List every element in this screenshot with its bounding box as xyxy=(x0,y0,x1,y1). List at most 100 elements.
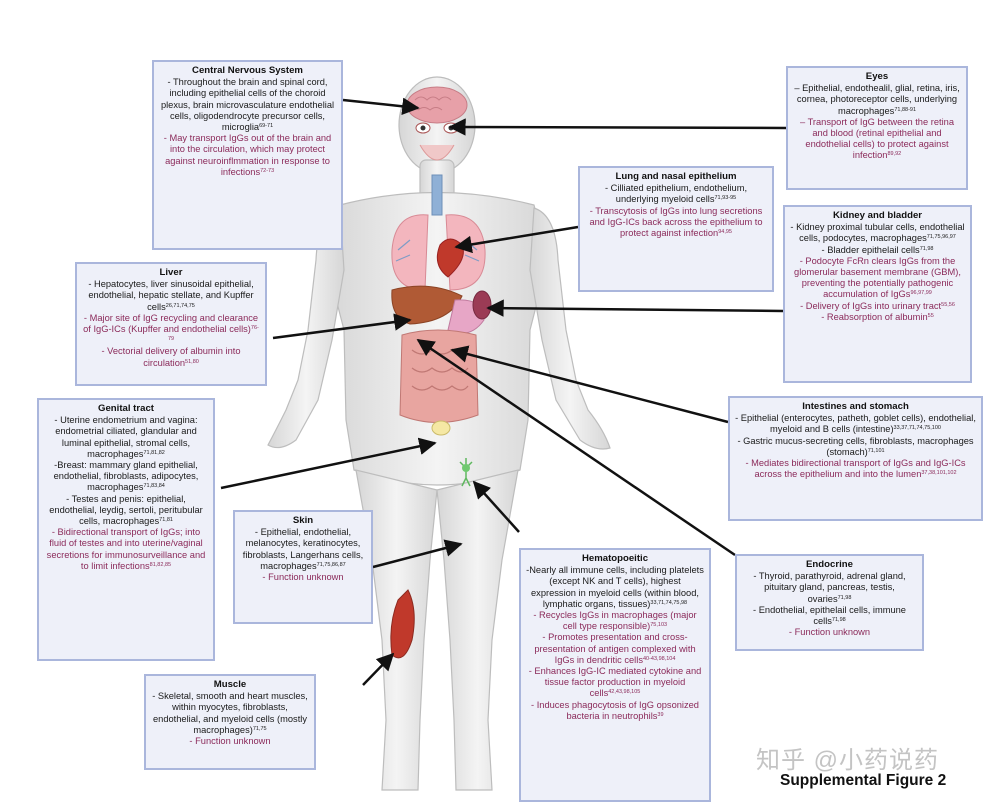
cns-line: - May transport IgGs out of the brain an… xyxy=(159,133,336,178)
kidney-line-text: - Podocyte FcRn clears IgGs from the glo… xyxy=(794,255,961,300)
trachea-illustration xyxy=(431,174,443,216)
arrow-kidney xyxy=(486,299,784,317)
kidney-line: - Podocyte FcRn clears IgGs from the glo… xyxy=(790,256,965,301)
arrow-muscle xyxy=(362,652,395,686)
eyes-line-text: – Epithelial, endothealil, glial, retina… xyxy=(794,83,960,116)
skin-cell-illustration xyxy=(459,458,473,487)
kidney-line-text: - Kidney proximal tubular cells, endothe… xyxy=(790,222,965,244)
watermark: 知乎 @小药说药 xyxy=(756,747,940,774)
hemato-line-text: - Enhances IgG-IC mediated cytokine and … xyxy=(528,666,702,699)
kidney-box: Kidney and bladder- Kidney proximal tubu… xyxy=(783,205,972,383)
cns-title: Central Nervous System xyxy=(192,65,303,76)
kidney-line: - Delivery of IgGs into urinary tract55,… xyxy=(790,301,965,312)
intestines-title: Intestines and stomach xyxy=(802,401,909,412)
liver-line-ref: 76-79 xyxy=(167,325,259,343)
hemato-line-ref: 42,43,98,105 xyxy=(608,689,641,696)
hemato-line: - Promotes presentation and cross-presen… xyxy=(526,632,704,666)
lung-line: - Transcytosis of IgGs into lung secreti… xyxy=(585,206,767,240)
eyes-line: – Epithelial, endothealil, glial, retina… xyxy=(793,83,961,117)
intestines-line-text: - Epithelial (enterocytes, patheth, gobl… xyxy=(735,413,976,435)
lung-line-ref: 71,93-95 xyxy=(714,195,737,202)
skin-line: - Epithelial, endothelial, melanocytes, … xyxy=(240,527,366,572)
kidney-line-ref: 55 xyxy=(927,312,934,319)
hemato-line-ref: 33,71,74,75,98 xyxy=(650,599,688,606)
skin-title: Skin xyxy=(292,515,314,526)
hemato-line: - Recycles IgGs in macrophages (major ce… xyxy=(526,610,704,632)
intestines-line: - Epithelial (enterocytes, patheth, gobl… xyxy=(735,413,976,435)
eyes-box: Eyes– Epithelial, endothealil, glial, re… xyxy=(786,66,968,190)
liver-box: Liver- Hepatocytes, liver sinusoidal epi… xyxy=(75,262,267,386)
cns-line-ref: 72-73 xyxy=(260,167,275,174)
genital-box: Genital tract- Uterine endometrium and v… xyxy=(37,398,215,661)
muscle-line-ref: 71,75 xyxy=(252,725,267,732)
lung-line-ref: 94,95 xyxy=(718,229,732,236)
liver-line: - Vectorial delivery of albumin into cir… xyxy=(82,346,260,368)
genital-line: - Testes and penis: epithelial, endothel… xyxy=(44,494,208,528)
cns-line-text: - May transport IgGs out of the brain an… xyxy=(163,133,332,177)
intestines-line-ref: 33,37,71,74,75,100 xyxy=(893,425,941,432)
kidney-line-text: - Delivery of IgGs into urinary tract xyxy=(800,300,942,311)
intestines-line: - Mediates bidirectional transport of Ig… xyxy=(735,458,976,480)
intestines-line-ref: 37,38,101,102 xyxy=(921,470,957,477)
kidney-line-text: - Reabsorption of albumin xyxy=(821,311,928,322)
endocrine-line-ref: 71,98 xyxy=(831,617,846,624)
liver-line-text: - Vectorial delivery of albumin into cir… xyxy=(101,346,241,368)
muscle-line-text: - Function unknown xyxy=(189,736,271,747)
hemato-line-text: - Promotes presentation and cross-presen… xyxy=(534,632,696,665)
arrow-skin xyxy=(372,539,463,569)
intestines-line-text: - Mediates bidirectional transport of Ig… xyxy=(745,458,966,480)
endocrine-line-ref: 71,98 xyxy=(837,594,852,601)
genital-line-ref: 71,81 xyxy=(159,517,173,524)
genital-line-text: - Uterine endometrium and vagina: endome… xyxy=(54,415,198,459)
skin-line-text: - Epithelial, endothelial, melanocytes, … xyxy=(242,527,364,571)
skin-line-ref: 71,75,86,87 xyxy=(316,561,346,568)
cns-line-text: - Throughout the brain and spinal cord, … xyxy=(160,77,335,133)
endocrine-line: - Thyroid, parathyroid, adrenal gland, p… xyxy=(742,571,917,605)
eyes-line-ref: 89,92 xyxy=(887,151,902,158)
genital-title: Genital tract xyxy=(98,403,154,414)
lung-title: Lung and nasal epithelium xyxy=(615,171,737,182)
arrow-hemato xyxy=(472,480,520,533)
skin-line: - Function unknown xyxy=(240,572,366,583)
genital-line-text: -Breast: mammary gland epithelial, endot… xyxy=(53,460,199,493)
hemato-line-text: - Induces phagocytosis of IgG opsonized … xyxy=(531,699,699,721)
intestines-line: - Gastric mucus-secreting cells, fibrobl… xyxy=(735,436,976,458)
hemato-line-ref: 39 xyxy=(657,711,664,718)
muscle-box: Muscle- Skeletal, smooth and heart muscl… xyxy=(144,674,316,770)
eyes-line-text: – Transport of IgG between the retina an… xyxy=(799,116,954,161)
skin-box: Skin- Epithelial, endothelial, melanocyt… xyxy=(233,510,373,624)
endocrine-line: - Function unknown xyxy=(742,627,917,638)
lung-box: Lung and nasal epithelium- Cilliated epi… xyxy=(578,166,774,292)
lung-line: - Cilliated epithelium, endothelium, und… xyxy=(585,183,767,205)
endocrine-line: - Endothelial, epithelail cells, immune … xyxy=(742,605,917,627)
skin-line-text: - Function unknown xyxy=(262,572,344,583)
arrow-liver xyxy=(272,313,412,340)
genital-line-ref: 71,81,82 xyxy=(143,449,165,456)
kidney-title: Kidney and bladder xyxy=(832,210,923,221)
liver-line-text: - Major site of IgG recycling and cleara… xyxy=(83,312,259,335)
hemato-box: Hematopoeitic-Nearly all immune cells, i… xyxy=(519,548,711,802)
cns-line: - Throughout the brain and spinal cord, … xyxy=(159,77,336,133)
intestines-line-ref: 71,101 xyxy=(867,447,885,454)
bladder-illustration xyxy=(431,420,451,436)
kidney-line-ref: 71,98 xyxy=(919,245,934,252)
arrow-genital xyxy=(220,437,437,490)
endocrine-title: Endocrine xyxy=(806,559,853,570)
liver-line-ref: 51,80 xyxy=(185,358,199,365)
kidney-line-ref: 55,56 xyxy=(941,301,955,308)
muscle-line-text: - Skeletal, smooth and heart muscles, wi… xyxy=(152,691,308,735)
arrow-lung xyxy=(454,225,579,254)
hemato-line-ref: 40-43,98,104 xyxy=(642,655,676,662)
hemato-title: Hematopoeitic xyxy=(581,553,649,564)
arrow-intestines xyxy=(450,345,729,424)
liver-line: - Hepatocytes, liver sinusoidal epitheli… xyxy=(82,279,260,313)
lung-line-text: - Cilliated epithelium, endothelium, und… xyxy=(604,183,748,205)
kidney-line: - Reabsorption of albumin55 xyxy=(790,312,965,323)
genital-line-text: - Bidirectional transport of IgGs; into … xyxy=(46,527,206,571)
arrow-endocrine xyxy=(416,338,736,557)
muscle-line: - Function unknown xyxy=(151,736,309,747)
hemato-line-text: - Recycles IgGs in macrophages (major ce… xyxy=(533,610,697,632)
kidney-line-ref: 71,75,96,97 xyxy=(926,234,956,241)
